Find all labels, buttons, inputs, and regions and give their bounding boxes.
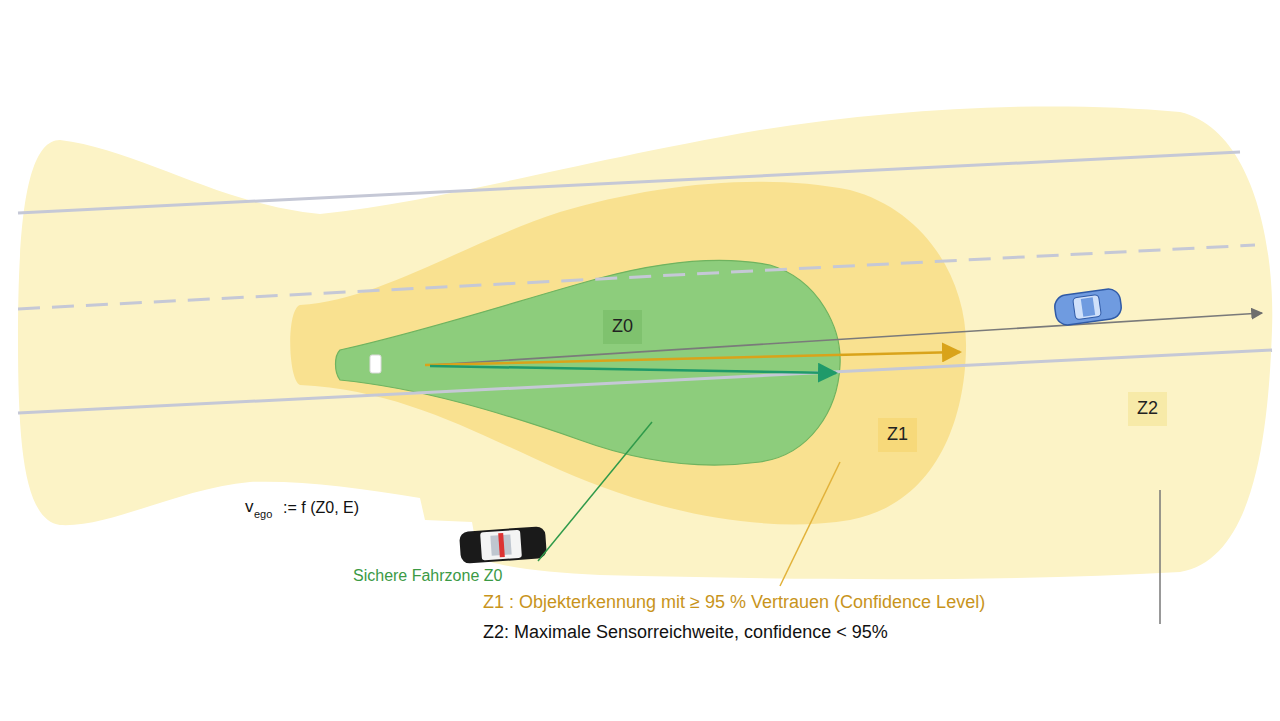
- speed-formula-subscript: ego: [254, 508, 272, 521]
- safe-zone-arrow: [430, 366, 836, 373]
- sensor-range-zone: Z2Z1 Z0: [15, 100, 1275, 585]
- road-edge-line: [18, 350, 1272, 413]
- zone-area: [336, 260, 841, 465]
- leader-line: [538, 422, 652, 561]
- speed-formula-symbol: v: [245, 497, 254, 517]
- zone-area: [18, 106, 1272, 579]
- speed-formula: := f (Z0, E): [283, 498, 359, 517]
- ego-vehicle: [370, 355, 381, 373]
- zone-label: Z0: [603, 310, 642, 344]
- leader-line: [1159, 490, 1161, 624]
- other-vehicle: [1053, 288, 1123, 327]
- zone-label: Z1: [878, 418, 917, 452]
- zone-caption: Sichere Fahrzone Z0: [353, 566, 502, 585]
- zone-label: Z2: [1128, 392, 1167, 426]
- police-car: [459, 526, 547, 564]
- zone-caption: Z1 : Objekterkennung mit ≥ 95 % Vertraue…: [483, 592, 985, 614]
- zone-caption: Z2: Maximale Sensorreichweite, confidenc…: [483, 622, 888, 644]
- confidence-range-arrow: [425, 352, 960, 365]
- leader-line: [780, 462, 840, 586]
- sensor-range-arrow: [430, 313, 1262, 365]
- road-edge-line: [18, 152, 1240, 213]
